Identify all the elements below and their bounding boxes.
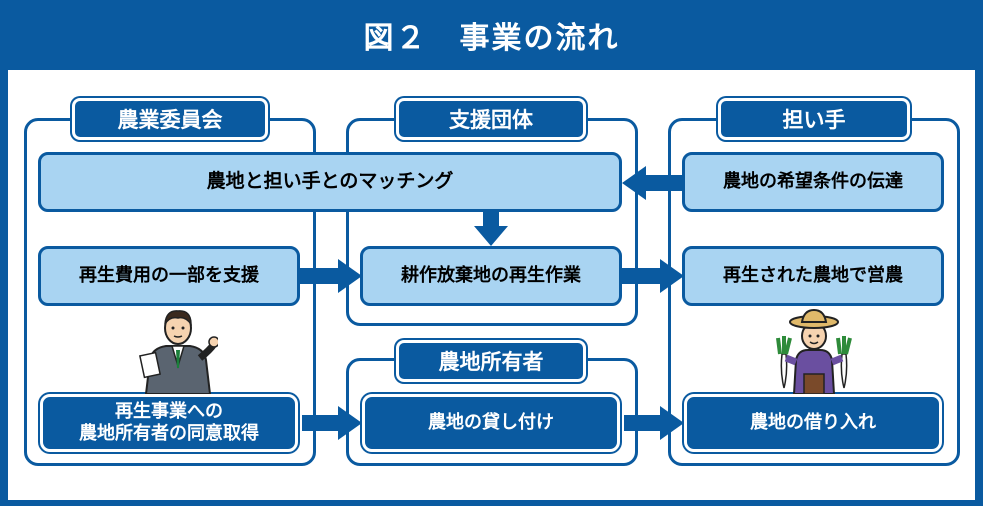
arrow-right-restore-to-farming bbox=[622, 259, 684, 293]
consent-line-1: 再生事業への bbox=[115, 400, 223, 422]
consent-box: 再生事業への 農地所有者の同意取得 bbox=[40, 394, 298, 452]
borrowing-box: 農地の借り入れ bbox=[684, 394, 942, 452]
committee-header: 農業委員会 bbox=[72, 98, 268, 140]
matching-box: 農地と担い手とのマッチング bbox=[38, 152, 622, 212]
committee-officer-illustration bbox=[138, 310, 218, 394]
conditions-box: 農地の希望条件の伝達 bbox=[682, 152, 944, 212]
arrow-right-subsidy-to-restore bbox=[300, 259, 362, 293]
lending-box: 農地の貸し付け bbox=[362, 394, 620, 452]
owner-header: 農地所有者 bbox=[396, 340, 586, 382]
arrow-left-conditions-to-matching bbox=[622, 166, 684, 200]
farmer-illustration bbox=[776, 308, 852, 394]
arrow-right-lending-to-borrowing bbox=[624, 406, 684, 440]
consent-line-2: 農地所有者の同意取得 bbox=[79, 423, 259, 444]
arrow-right-consent-to-lending bbox=[302, 406, 362, 440]
page-title: 図２ 事業の流れ bbox=[363, 21, 620, 56]
subsidy-box: 再生費用の一部を支援 bbox=[38, 246, 300, 306]
farming-box: 再生された農地で営農 bbox=[682, 246, 944, 306]
farmer-header: 担い手 bbox=[718, 98, 910, 140]
restore-work-box: 耕作放棄地の再生作業 bbox=[360, 246, 622, 306]
arrow-down-matching-to-restore bbox=[474, 212, 508, 246]
support-header: 支援団体 bbox=[396, 98, 586, 140]
